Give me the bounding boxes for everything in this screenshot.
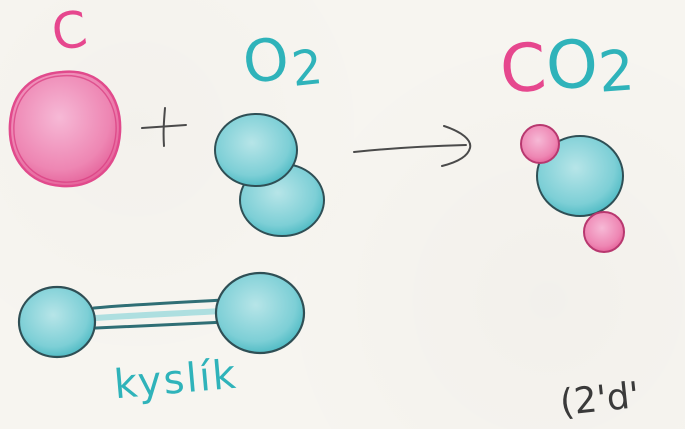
co2-carbon-atom-top — [520, 124, 560, 164]
co2-oxygen-atom — [536, 135, 624, 217]
corner-note: (2'd' — [558, 374, 642, 425]
co2-oxygen-symbol: O — [543, 24, 601, 106]
double-bond-line-top — [92, 298, 226, 310]
carbon-atom — [8, 70, 122, 188]
co2-carbon-atom-bottom — [583, 211, 625, 253]
oxygen-label: O2 — [240, 25, 326, 98]
oxygen-symbol: O — [239, 24, 293, 97]
oxygen-bond-molecule — [17, 271, 306, 359]
carbon-label: C — [48, 0, 91, 62]
co2-label: CO2 — [497, 24, 637, 109]
bond-atom-right — [214, 271, 306, 355]
double-bond-line-bottom — [94, 320, 228, 330]
right-arrow-icon — [353, 125, 472, 167]
oxygen-atom-upper — [214, 113, 298, 187]
plus-icon — [141, 107, 187, 147]
oxygen-molecule — [214, 113, 325, 237]
co2-carbon-symbol: C — [497, 28, 549, 109]
carbon-atom-outline — [13, 74, 117, 183]
co2-subscript: 2 — [596, 38, 637, 106]
oxygen-subscript: 2 — [288, 39, 326, 98]
bond-atom-left — [17, 285, 97, 359]
carbon-atom-fill — [8, 70, 122, 188]
kyslik-label: kyslík — [112, 351, 240, 409]
co2-molecule — [520, 124, 625, 253]
